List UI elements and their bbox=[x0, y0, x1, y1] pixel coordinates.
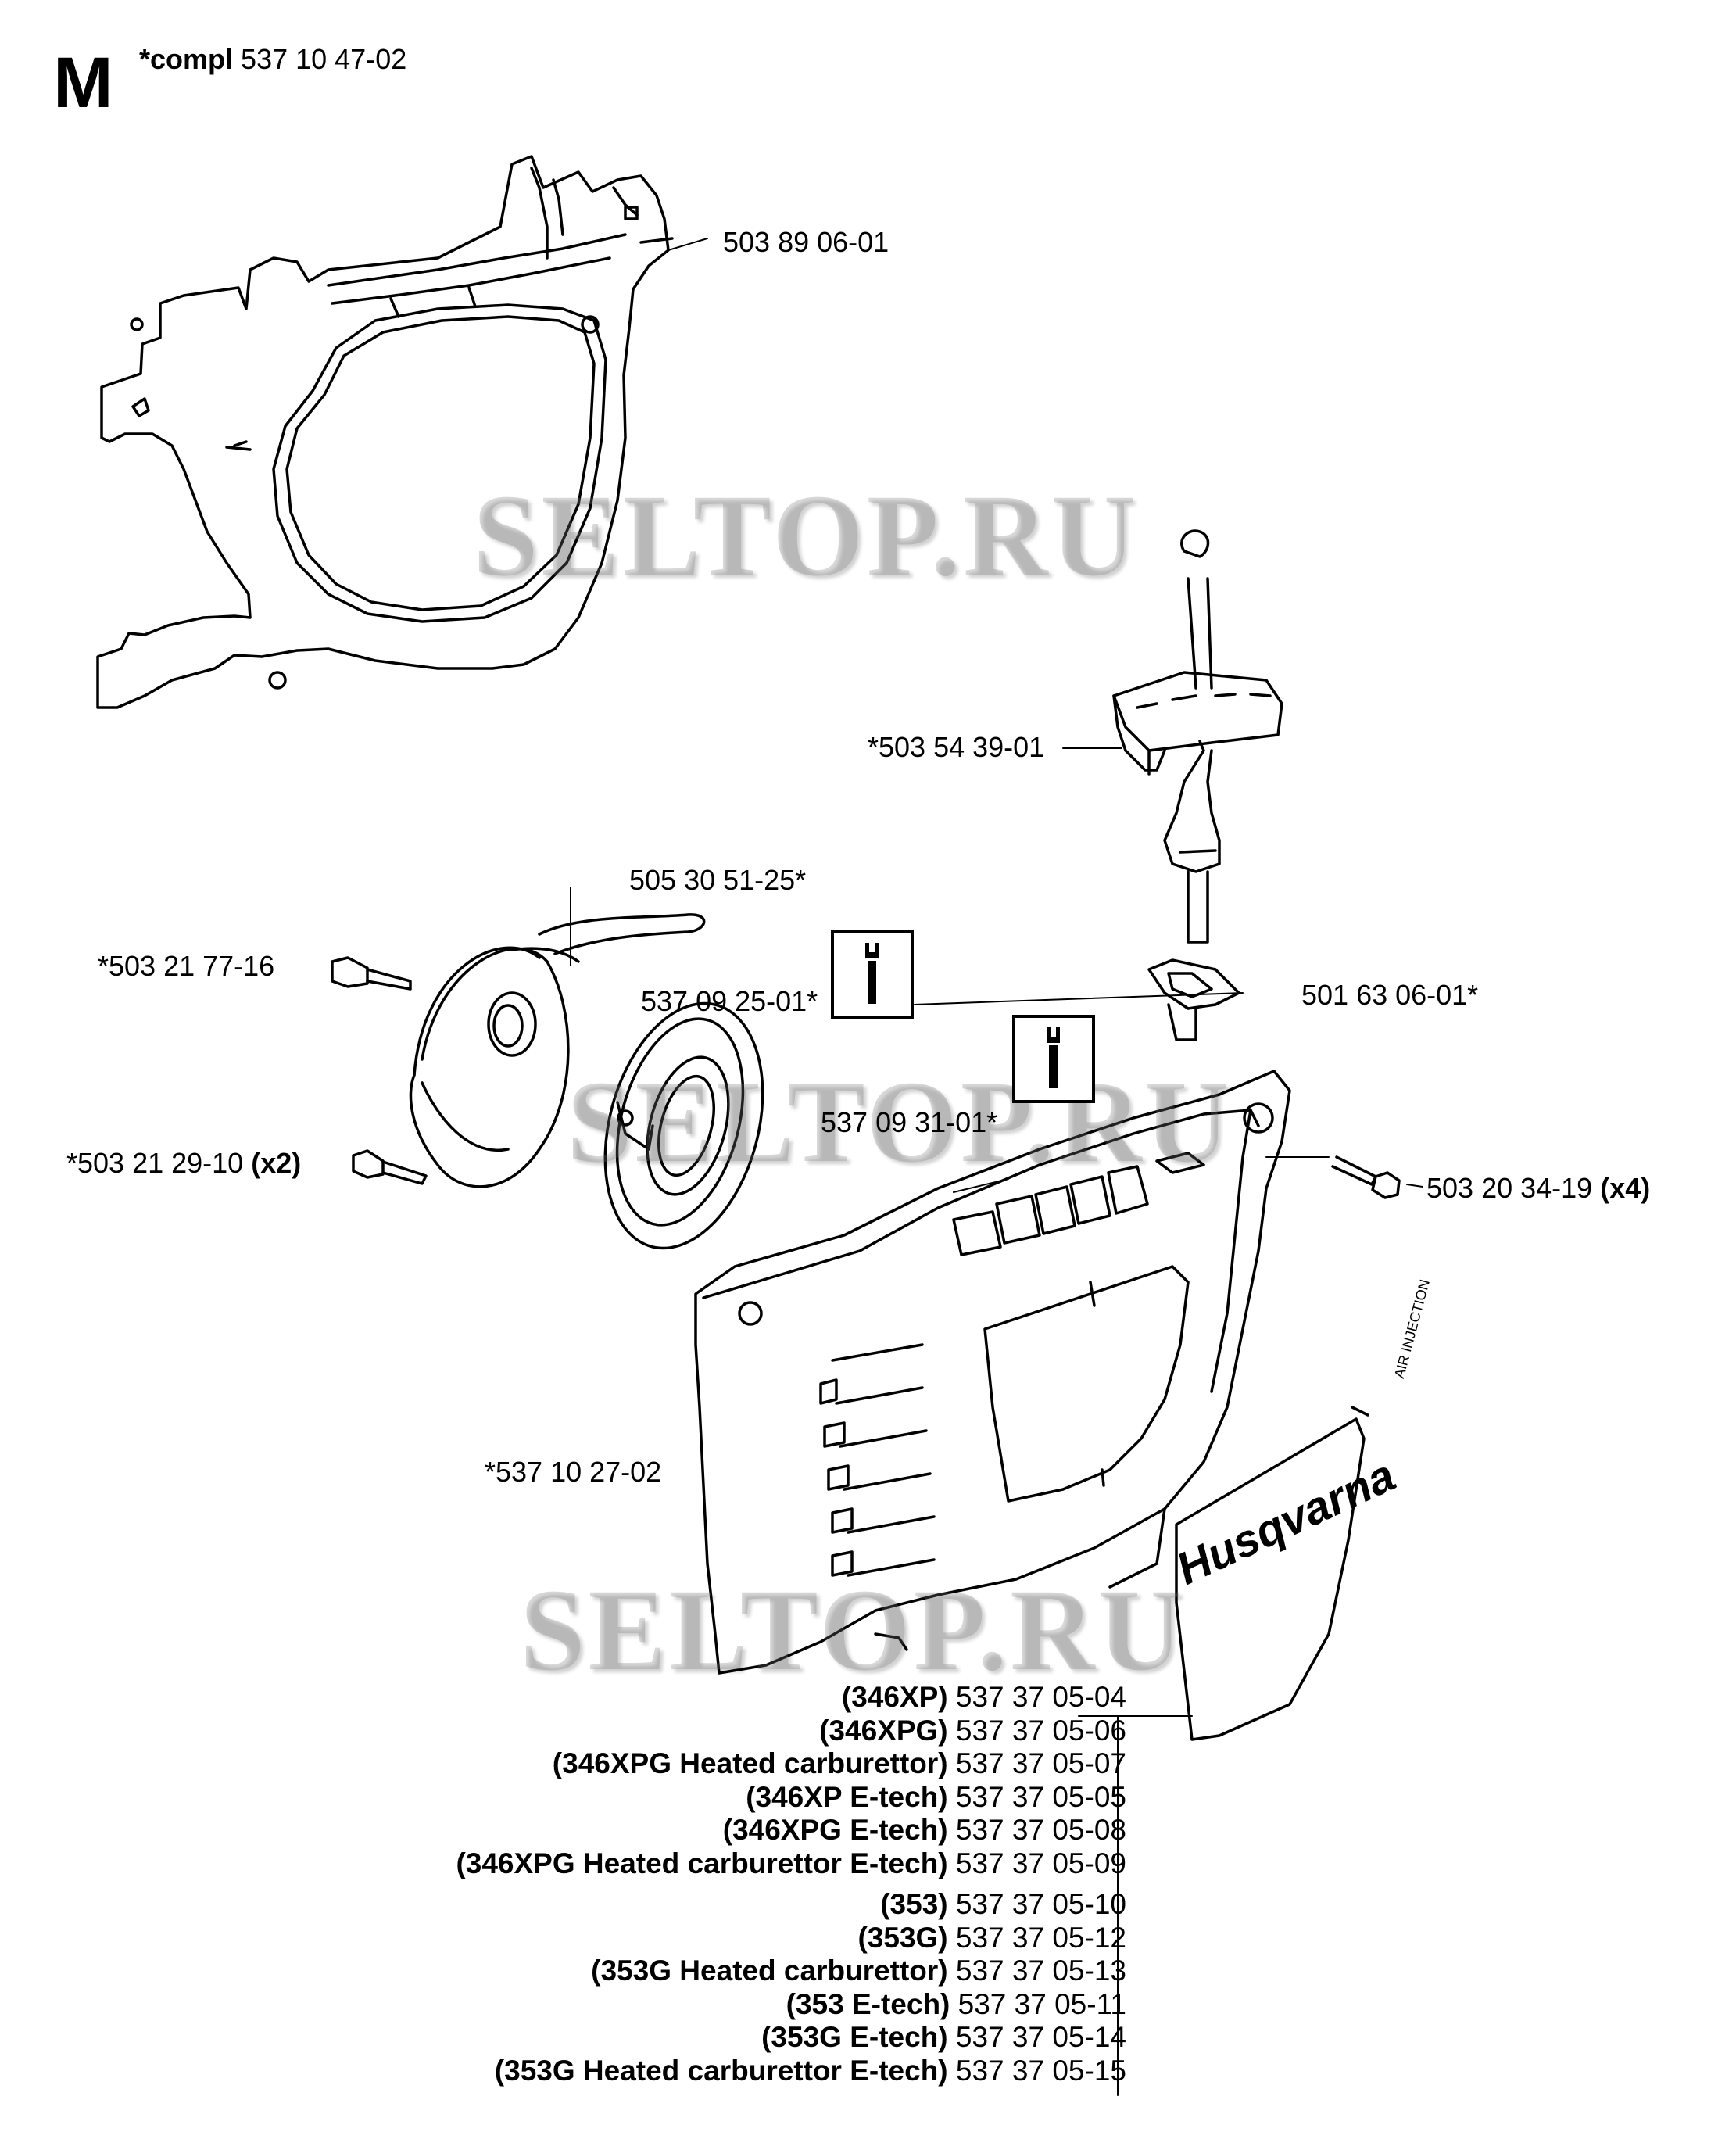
decal-part bbox=[1175, 1406, 1369, 1741]
label-handle: *503 54 39-01 bbox=[868, 731, 1045, 763]
model-name: (346XPG Heated carburettor) bbox=[552, 1747, 948, 1779]
label-screw-cover: 503 20 34-19 (x4) bbox=[1426, 1174, 1650, 1202]
model-name: (353 E-tech) bbox=[786, 1987, 950, 2020]
label-guide: 501 63 06-01* bbox=[1301, 979, 1479, 1011]
label-screw-spring-number: *503 21 29-10 bbox=[66, 1147, 244, 1179]
label-rope: 505 30 51-25* bbox=[629, 864, 807, 896]
model-name: (353) bbox=[880, 1888, 948, 1920]
label-spring: 537 09 31-01* bbox=[821, 1106, 998, 1138]
model-row: (353G Heated carburettor E-tech) 537 37 … bbox=[456, 2055, 1126, 2088]
model-part-number: 537 37 05-10 bbox=[955, 1888, 1126, 1920]
rope-guide-part bbox=[1147, 958, 1240, 1041]
model-part-number: 537 37 05-13 bbox=[955, 1954, 1126, 1987]
model-row: (346XPG E-tech) 537 37 05-08 bbox=[456, 1814, 1126, 1847]
model-row: (346XP E-tech) 537 37 05-05 bbox=[456, 1781, 1126, 1815]
starter-cover-part bbox=[694, 1070, 1401, 1675]
watermark: SELTOP.RU bbox=[567, 1057, 1233, 1187]
model-part-number: 537 37 05-12 bbox=[955, 1921, 1126, 1954]
wrench-icon bbox=[1012, 1015, 1095, 1103]
model-row: (353 E-tech) 537 37 05-11 bbox=[456, 1988, 1126, 2022]
label-screw-cover-qty: (x4) bbox=[1600, 1172, 1651, 1204]
model-part-list: (346XP) 537 37 05-04 (346XPG) 537 37 05-… bbox=[456, 1681, 1126, 2087]
starter-handle-part bbox=[1112, 529, 1283, 944]
model-part-number: 537 37 05-06 bbox=[955, 1714, 1126, 1747]
label-screw-pulley: *503 21 77-16 bbox=[98, 950, 275, 982]
model-row: (346XPG Heated carburettor) 537 37 05-07 bbox=[456, 1747, 1126, 1781]
model-row: (346XPG Heated carburettor E-tech) 537 3… bbox=[456, 1847, 1126, 1881]
label-screw-spring-qty: (x2) bbox=[251, 1147, 302, 1179]
label-pulley: 537 09 25-01* bbox=[641, 985, 818, 1017]
model-part-number: 537 37 05-14 bbox=[955, 2021, 1126, 2053]
leader-lines bbox=[570, 238, 1423, 2096]
model-part-number: 537 37 05-04 bbox=[955, 1681, 1126, 1713]
section-letter: M bbox=[53, 43, 113, 123]
model-part-number: 537 37 05-07 bbox=[955, 1747, 1126, 1779]
model-name: (353G Heated carburettor) bbox=[591, 1954, 948, 1987]
model-part-number: 537 37 05-15 bbox=[955, 2054, 1126, 2087]
watermark: SELTOP.RU bbox=[473, 471, 1139, 600]
model-part-number: 537 37 05-11 bbox=[957, 1987, 1126, 2020]
recoil-spring-part bbox=[352, 1001, 764, 1250]
model-name: (346XPG E-tech) bbox=[722, 1814, 948, 1846]
section-title-prefix: *compl bbox=[139, 43, 234, 75]
pulley-part bbox=[331, 913, 706, 1188]
wrench-icon bbox=[831, 930, 914, 1019]
model-name: (346XP) bbox=[841, 1681, 948, 1713]
label-frame: 503 89 06-01 bbox=[723, 226, 889, 258]
model-row: (346XP) 537 37 05-04 bbox=[456, 1681, 1126, 1714]
section-title: *compl 537 10 47-02 bbox=[139, 45, 406, 73]
model-name: (346XPG Heated carburettor E-tech) bbox=[456, 1847, 948, 1879]
model-part-number: 537 37 05-05 bbox=[955, 1780, 1126, 1813]
model-row: (353G) 537 37 05-12 bbox=[456, 1922, 1126, 1955]
section-title-number: 537 10 47-02 bbox=[241, 43, 407, 75]
model-name: (346XPG) bbox=[819, 1714, 948, 1747]
label-screw-cover-number: 503 20 34-19 bbox=[1426, 1172, 1593, 1204]
model-row: (353G E-tech) 537 37 05-14 bbox=[456, 2021, 1126, 2055]
model-part-number: 537 37 05-09 bbox=[955, 1847, 1126, 1879]
model-name: (346XP E-tech) bbox=[746, 1780, 948, 1813]
model-name: (353G Heated carburettor E-tech) bbox=[494, 2054, 948, 2087]
model-row: (346XPG) 537 37 05-06 bbox=[456, 1714, 1126, 1748]
model-name: (353G E-tech) bbox=[761, 2021, 948, 2053]
starter-frame-part bbox=[96, 155, 674, 709]
watermark: SELTOP.RU bbox=[520, 1565, 1186, 1695]
model-name: (353G) bbox=[857, 1921, 948, 1954]
label-screw-spring: *503 21 29-10 (x2) bbox=[66, 1149, 301, 1177]
model-row: (353G Heated carburettor) 537 37 05-13 bbox=[456, 1954, 1126, 1988]
model-row: (353) 537 37 05-10 bbox=[456, 1888, 1126, 1922]
label-cover: *537 10 27-02 bbox=[485, 1456, 662, 1488]
model-part-number: 537 37 05-08 bbox=[955, 1814, 1126, 1846]
